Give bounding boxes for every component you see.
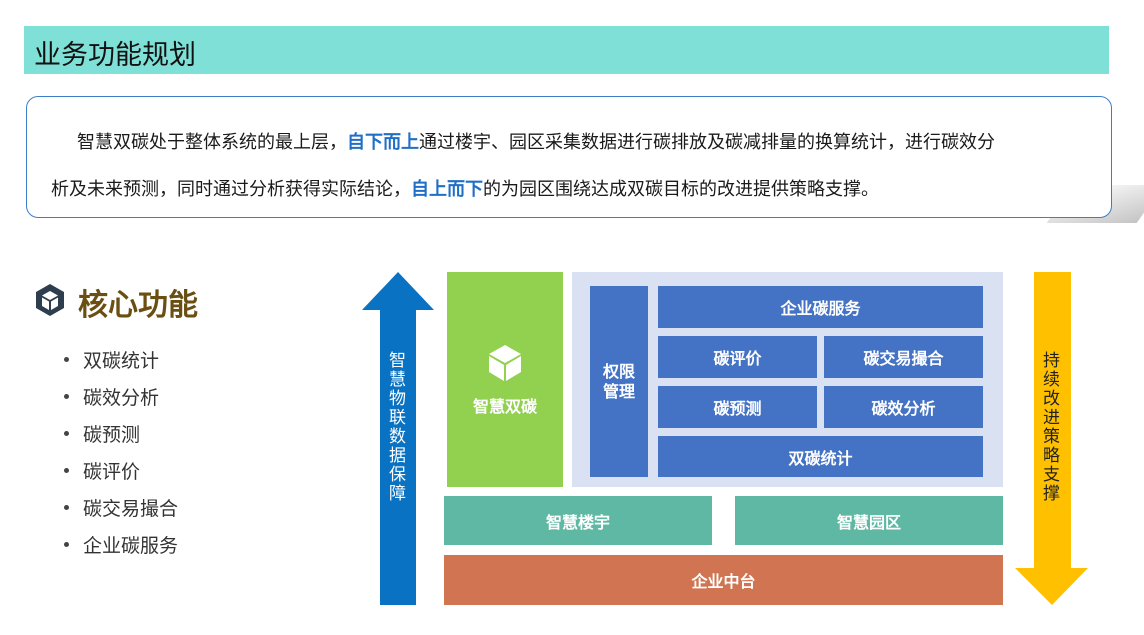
down-arrow — [1015, 272, 1088, 605]
cube-icon — [36, 284, 64, 316]
smart-building-box: 智慧楼宇 — [444, 496, 712, 545]
smart-carbon-label: 智慧双碳 — [472, 396, 537, 416]
carbon-trading-box: 碳交易撮合 — [824, 336, 983, 378]
bullet-icon — [64, 505, 69, 510]
description-box: 智慧双碳处于整体系统的最上层，自下而上通过楼宇、园区采集数据进行碳排放及碳减排量… — [26, 96, 1112, 218]
list-item: 双碳统计 — [64, 341, 178, 378]
enterprise-middle-platform-box: 企业中台 — [444, 555, 1003, 605]
list-item: 企业碳服务 — [64, 526, 178, 563]
permission-management-box: 权限管理 — [590, 286, 648, 477]
highlight-top-down: 自上而下 — [411, 179, 483, 200]
up-arrow — [362, 272, 434, 605]
list-item: 碳效分析 — [64, 378, 178, 415]
cube-icon — [489, 344, 521, 381]
carbon-prediction-box: 碳预测 — [658, 386, 817, 428]
core-functions-title: 核心功能 — [78, 288, 198, 323]
bullet-icon — [64, 468, 69, 473]
carbon-statistics-box: 双碳统计 — [658, 436, 983, 477]
bullet-icon — [64, 542, 69, 547]
core-functions-list: 双碳统计 碳效分析 碳预测 碳评价 碳交易撮合 企业碳服务 — [64, 341, 178, 563]
list-item: 碳评价 — [64, 452, 178, 489]
right-arrow-label: 持续改进策略支撑 — [1043, 351, 1060, 504]
bullet-icon — [64, 357, 69, 362]
carbon-evaluation-box: 碳评价 — [658, 336, 817, 378]
description-line-2: 析及未来预测，同时通过分析获得实际结论，自上而下的为园区围绕达成双碳目标的改进提… — [51, 179, 879, 200]
left-arrow-label: 智慧物联数据保障 — [389, 351, 406, 504]
description-line-1: 智慧双碳处于整体系统的最上层，自下而上通过楼宇、园区采集数据进行碳排放及碳减排量… — [77, 132, 995, 153]
smart-carbon-box: 智慧双碳 — [447, 272, 563, 487]
list-item: 碳预测 — [64, 415, 178, 452]
highlight-bottom-up: 自下而上 — [347, 132, 419, 153]
title-bar: 业务功能规划 — [24, 26, 1109, 74]
carbon-efficiency-box: 碳效分析 — [824, 386, 983, 428]
permission-label: 权限管理 — [602, 361, 635, 401]
smart-park-box: 智慧园区 — [735, 496, 1003, 545]
list-item: 碳交易撮合 — [64, 489, 178, 526]
enterprise-carbon-service-box: 企业碳服务 — [658, 286, 983, 328]
bullet-icon — [64, 394, 69, 399]
page-title: 业务功能规划 — [34, 40, 196, 71]
bullet-icon — [64, 431, 69, 436]
